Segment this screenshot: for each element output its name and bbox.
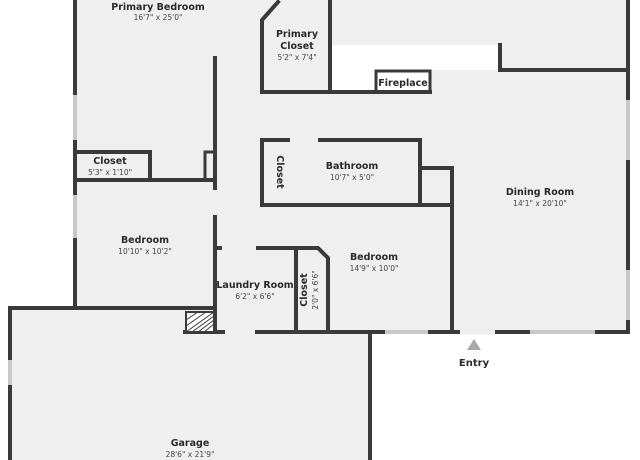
windows [8, 69, 630, 385]
room-dims-closet-left: 5'3" x 1'10" [88, 168, 132, 177]
room-name-bedroom-left: Bedroom [121, 235, 169, 246]
entry-label: Entry [459, 358, 490, 369]
room-dims-primary-closet: 5'2" x 7'4" [277, 53, 316, 62]
room-name-bathroom: Bathroom [326, 161, 379, 172]
room-dims-bedroom-left: 10'10" x 10'2" [118, 247, 172, 256]
room-dims-laundry-room: 6'2" x 6'6" [235, 292, 274, 301]
room-name-dining-room: Dining Room [506, 187, 574, 198]
room-name-closet-left: Closet [93, 156, 127, 167]
entry-arrow-icon [467, 339, 481, 350]
room-name-garage: Garage [171, 438, 210, 449]
room-dims-garage: 28'6" x 21'9" [166, 450, 215, 459]
room-name-closet-small: Closet [299, 273, 310, 307]
room-dims-dining-room: 14'1" x 20'10" [513, 199, 567, 208]
entry-marker: Entry [459, 339, 490, 369]
room-name-primary-closet-1: Primary [276, 29, 319, 40]
room-name-bedroom-center: Bedroom [350, 252, 398, 263]
room-name-laundry-room: Laundry Room [216, 280, 293, 291]
room-name-closet-vertical: Closet [274, 155, 285, 189]
room-dims-bedroom-center: 14'9" x 10'0" [350, 264, 399, 273]
room-name-fireplace: Fireplace [378, 78, 427, 89]
room-dims-bathroom: 10'7" x 5'0" [330, 173, 374, 182]
room-dims-closet-small: 2'0" x 6'6" [311, 270, 320, 309]
room-name-primary-closet-2: Closet [280, 41, 314, 52]
room-dims-primary-bedroom: 16'7" x 25'0" [134, 13, 183, 22]
room-labels: Primary Bedroom 16'7" x 25'0" Primary Cl… [88, 2, 574, 459]
room-name-primary-bedroom: Primary Bedroom [111, 2, 205, 13]
